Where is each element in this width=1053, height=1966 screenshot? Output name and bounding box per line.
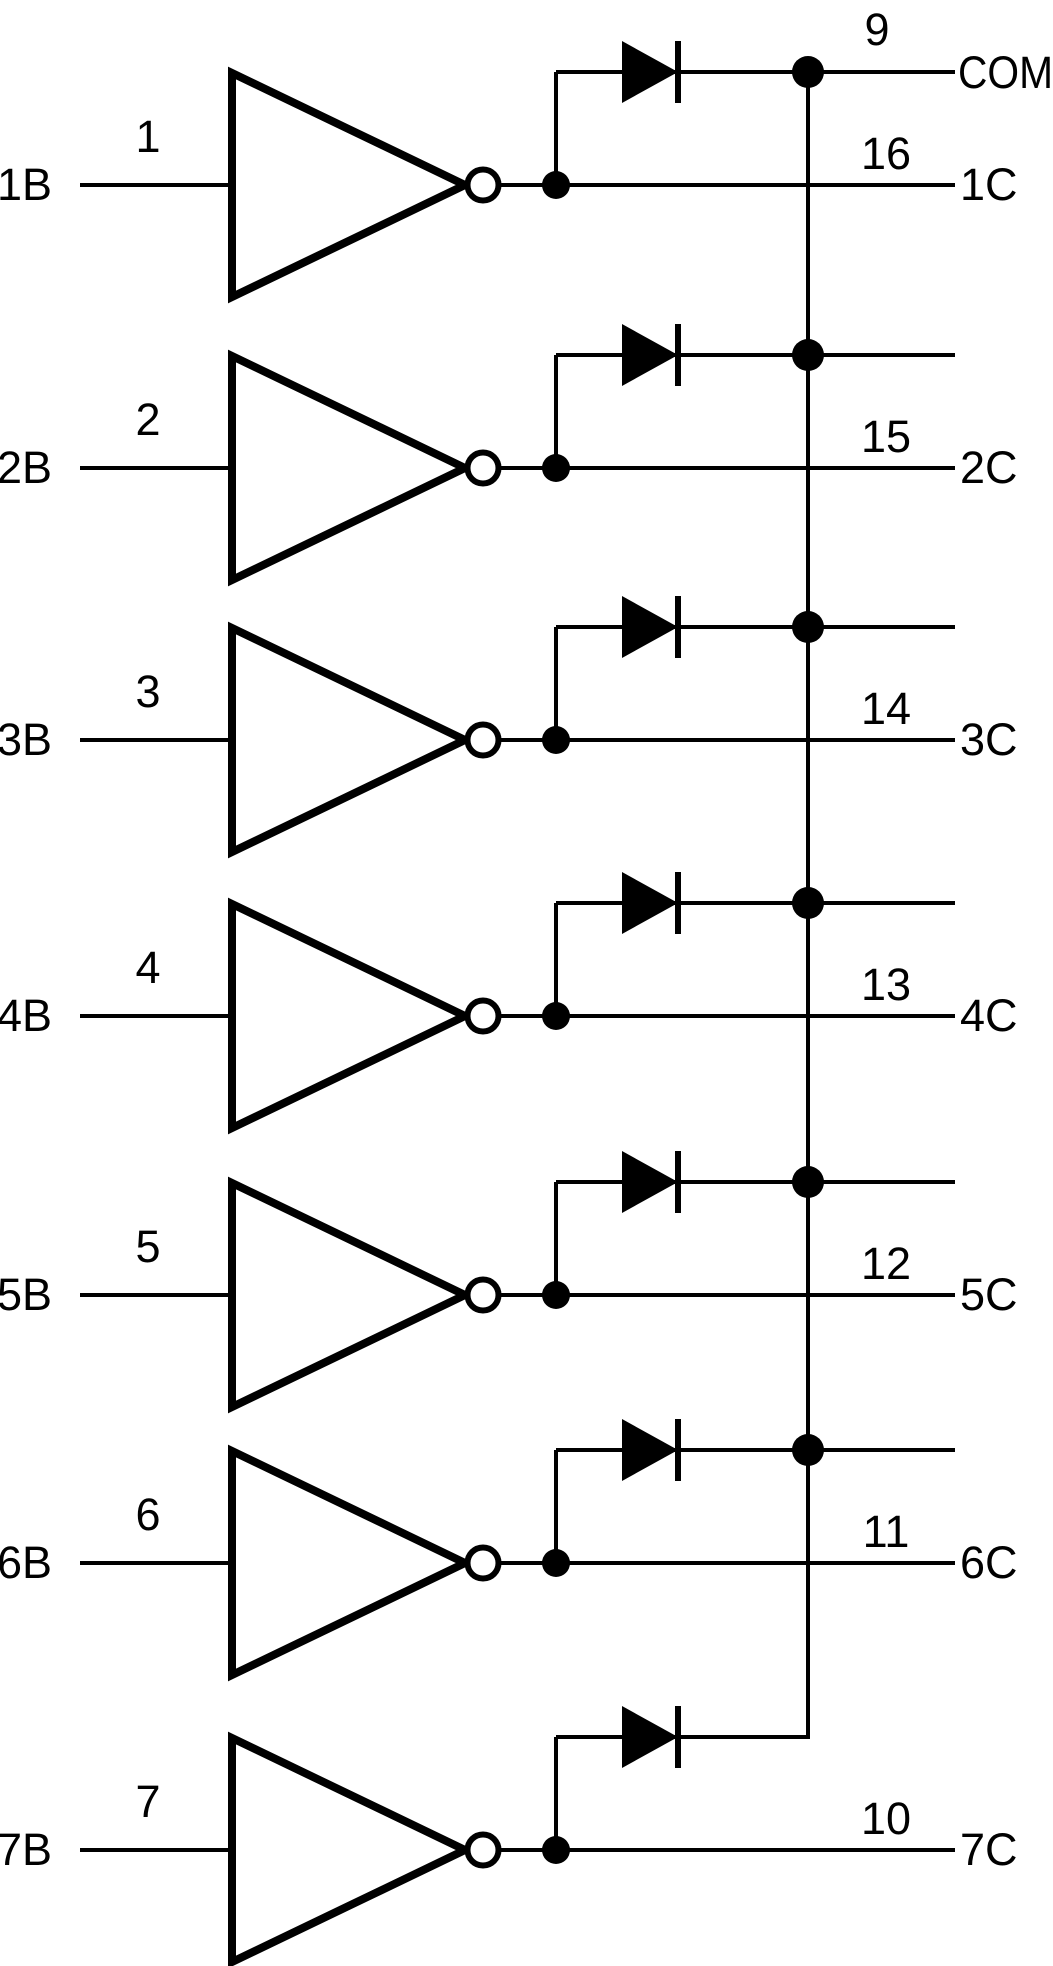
inverter-bubble: [464, 449, 502, 487]
output-pin-number: 10: [861, 1793, 911, 1844]
input-label: 6B: [0, 1537, 52, 1588]
com-header: 9 COM: [864, 4, 1053, 98]
output-pin-number: 12: [861, 1238, 911, 1289]
inverter-bubble: [464, 721, 502, 759]
input-label: 7B: [0, 1824, 52, 1875]
output-pin-number: 16: [861, 128, 911, 179]
output-pin-number: 15: [861, 411, 911, 462]
input-label: 5B: [0, 1269, 52, 1320]
diode-triangle: [622, 1706, 678, 1768]
com-rail-junction-dot: [792, 1434, 824, 1466]
input-pin-number: 6: [135, 1489, 160, 1540]
channel-3: 3B 3 14 3C: [0, 596, 1018, 859]
buffer-gate-triangle: [228, 66, 475, 304]
output-pin-number: 11: [863, 1506, 910, 1557]
input-label: 1B: [0, 159, 52, 210]
inverter-bubble: [464, 1276, 502, 1314]
input-pin-number: 4: [135, 942, 160, 993]
diode-triangle: [622, 596, 678, 658]
inverter-bubble: [464, 997, 502, 1035]
buffer-gate-triangle: [228, 349, 475, 587]
inverter-bubble: [464, 1544, 502, 1582]
output-label: 3C: [960, 714, 1018, 765]
com-rail-junction-dot: [792, 339, 824, 371]
input-label: 2B: [0, 442, 52, 493]
diode-triangle: [622, 1151, 678, 1213]
input-pin-number: 2: [135, 394, 160, 445]
input-label: 3B: [0, 714, 52, 765]
com-rail-junction-dot: [792, 887, 824, 919]
diode-triangle: [622, 324, 678, 386]
channel-1: 1B 1 16 1C: [0, 41, 1018, 304]
buffer-gate-triangle: [228, 1176, 475, 1414]
input-pin-number: 7: [135, 1776, 160, 1827]
output-label: 6C: [960, 1537, 1018, 1588]
com-pin-number: 9: [864, 4, 889, 55]
buffer-gate-triangle: [228, 897, 475, 1135]
channel-2: 2B 2 15 2C: [0, 324, 1018, 587]
com-rail-junction-dot: [792, 1166, 824, 1198]
buffer-gate-triangle: [228, 1444, 475, 1682]
com-rail-junction-dot: [792, 611, 824, 643]
output-pin-number: 13: [861, 959, 911, 1010]
input-pin-number: 5: [135, 1221, 160, 1272]
channel-5: 5B 5 12 5C: [0, 1151, 1018, 1414]
output-label: 4C: [960, 990, 1018, 1041]
output-label: 1C: [960, 159, 1018, 210]
output-pin-number: 14: [861, 683, 911, 734]
com-rail-junction-dot: [792, 56, 824, 88]
buffer-gate-triangle: [228, 1731, 475, 1966]
inverter-bubble: [464, 166, 502, 204]
output-label: 2C: [960, 442, 1018, 493]
input-pin-number: 1: [135, 111, 160, 162]
buffer-gate-triangle: [228, 621, 475, 859]
com-label: COM: [958, 47, 1053, 98]
output-label: 7C: [960, 1824, 1018, 1875]
output-label: 5C: [960, 1269, 1018, 1320]
channel-7: 7B 7 10 7C: [0, 1706, 1018, 1966]
diode-triangle: [622, 872, 678, 934]
channel-4: 4B 4 13 4C: [0, 872, 1018, 1135]
inverter-bubble: [464, 1831, 502, 1869]
channel-6: 6B 6 11 6C: [0, 1419, 1018, 1682]
diode-triangle: [622, 1419, 678, 1481]
input-pin-number: 3: [135, 666, 160, 717]
diode-triangle: [622, 41, 678, 103]
input-label: 4B: [0, 990, 52, 1041]
